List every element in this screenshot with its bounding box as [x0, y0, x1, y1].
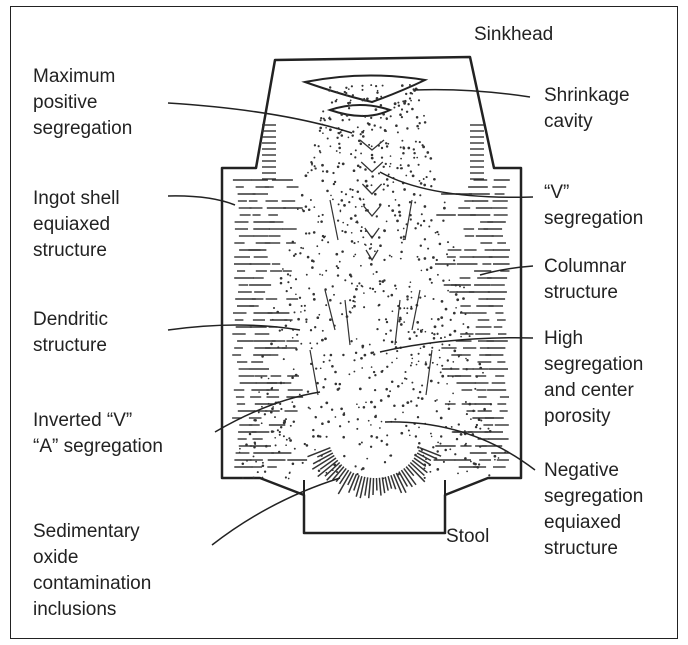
label-max-pos-seg: Maximum positive segregation	[33, 64, 132, 142]
label-ingot-shell: Ingot shell equiaxed structure	[33, 186, 120, 264]
label-sedimentary: Sedimentary oxide contamination inclusio…	[33, 519, 151, 623]
label-dendritic: Dendritic structure	[33, 307, 108, 359]
label-inverted-v: Inverted “V” “A” segregation	[33, 408, 163, 460]
label-sinkhead: Sinkhead	[474, 22, 553, 48]
shrinkage-cavity-inner	[330, 105, 390, 116]
shrinkage-cavity-shape	[305, 75, 425, 102]
segregation-dots	[239, 84, 506, 479]
dendritic-marks	[310, 200, 432, 395]
leader-ingot-shell	[168, 196, 235, 205]
ingot-outline	[222, 57, 521, 533]
label-negative-seg: Negative segregation equiaxed structure	[544, 458, 643, 562]
stool-outline	[304, 480, 445, 533]
columnar-hatch-right	[434, 125, 510, 467]
label-columnar: Columnar structure	[544, 254, 626, 306]
label-v-seg: “V” segregation	[544, 180, 643, 232]
leader-sedimentary	[212, 478, 340, 545]
label-stool: Stool	[446, 524, 489, 550]
leader-inverted-v	[215, 392, 320, 432]
label-high-seg: High segregation and center porosity	[544, 326, 643, 430]
label-shrinkage: Shrinkage cavity	[544, 83, 630, 135]
leader-negative-seg	[385, 422, 535, 470]
leader-high-seg	[380, 338, 533, 352]
sediment-cone-marks	[308, 448, 442, 499]
leader-dendritic	[168, 325, 300, 330]
columnar-hatch-left	[232, 125, 307, 467]
leader-shrinkage	[415, 90, 530, 97]
leader-v-seg	[380, 172, 533, 197]
